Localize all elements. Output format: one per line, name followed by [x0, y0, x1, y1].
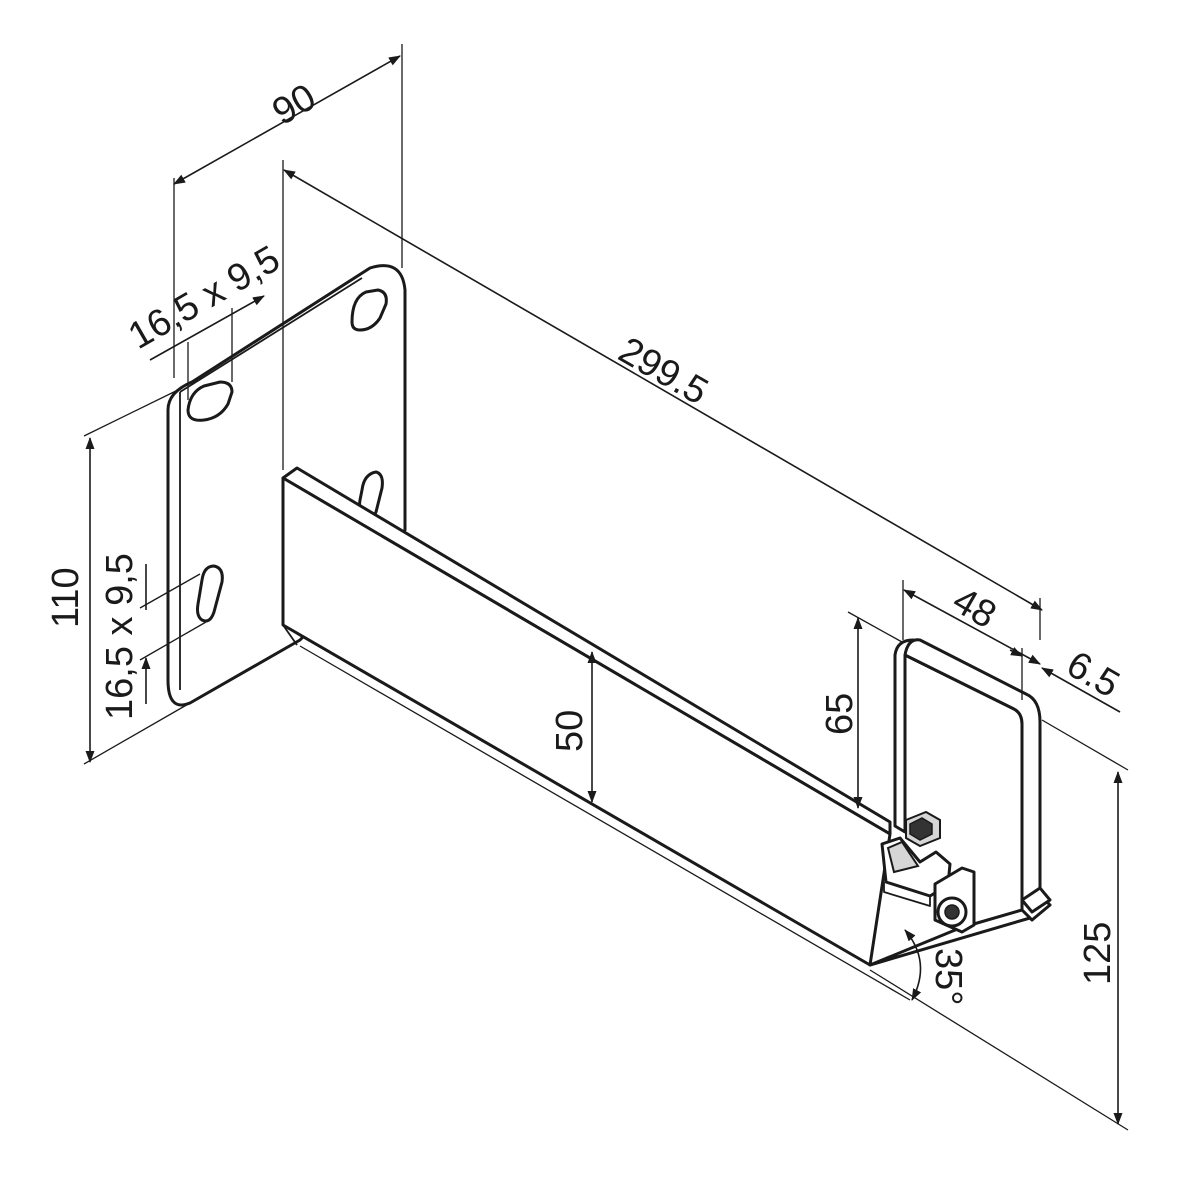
dim-end-height-label: 65 — [819, 693, 861, 735]
dim-arm-height-label: 50 — [549, 710, 591, 752]
dim-plate-height-label: 110 — [45, 567, 87, 628]
plate-slot-top-left — [186, 380, 234, 422]
dim-end-offset-label: 6.5 — [1060, 643, 1127, 706]
dim-end-height: 65 — [819, 611, 903, 809]
plate-slot-side-left — [196, 564, 224, 623]
clamp-fitting — [868, 810, 1032, 967]
dim-arm-length-label: 299.5 — [612, 329, 715, 413]
dim-end-width-label: 48 — [946, 579, 1004, 637]
dim-total-height: 125 — [869, 719, 1129, 1131]
dim-angle-label: 35° — [927, 948, 969, 1005]
dim-total-height-label: 125 — [1077, 922, 1119, 985]
dim-arm-height: 50 — [549, 651, 597, 803]
dim-angle: 35° — [299, 645, 969, 1005]
dim-plate-height: 110 — [45, 387, 191, 765]
dim-plate-width-label: 90 — [266, 76, 324, 134]
dim-slot-side: 16,5 x 9,5 — [99, 553, 207, 720]
dim-slot-side-label: 16,5 x 9,5 — [99, 553, 141, 720]
